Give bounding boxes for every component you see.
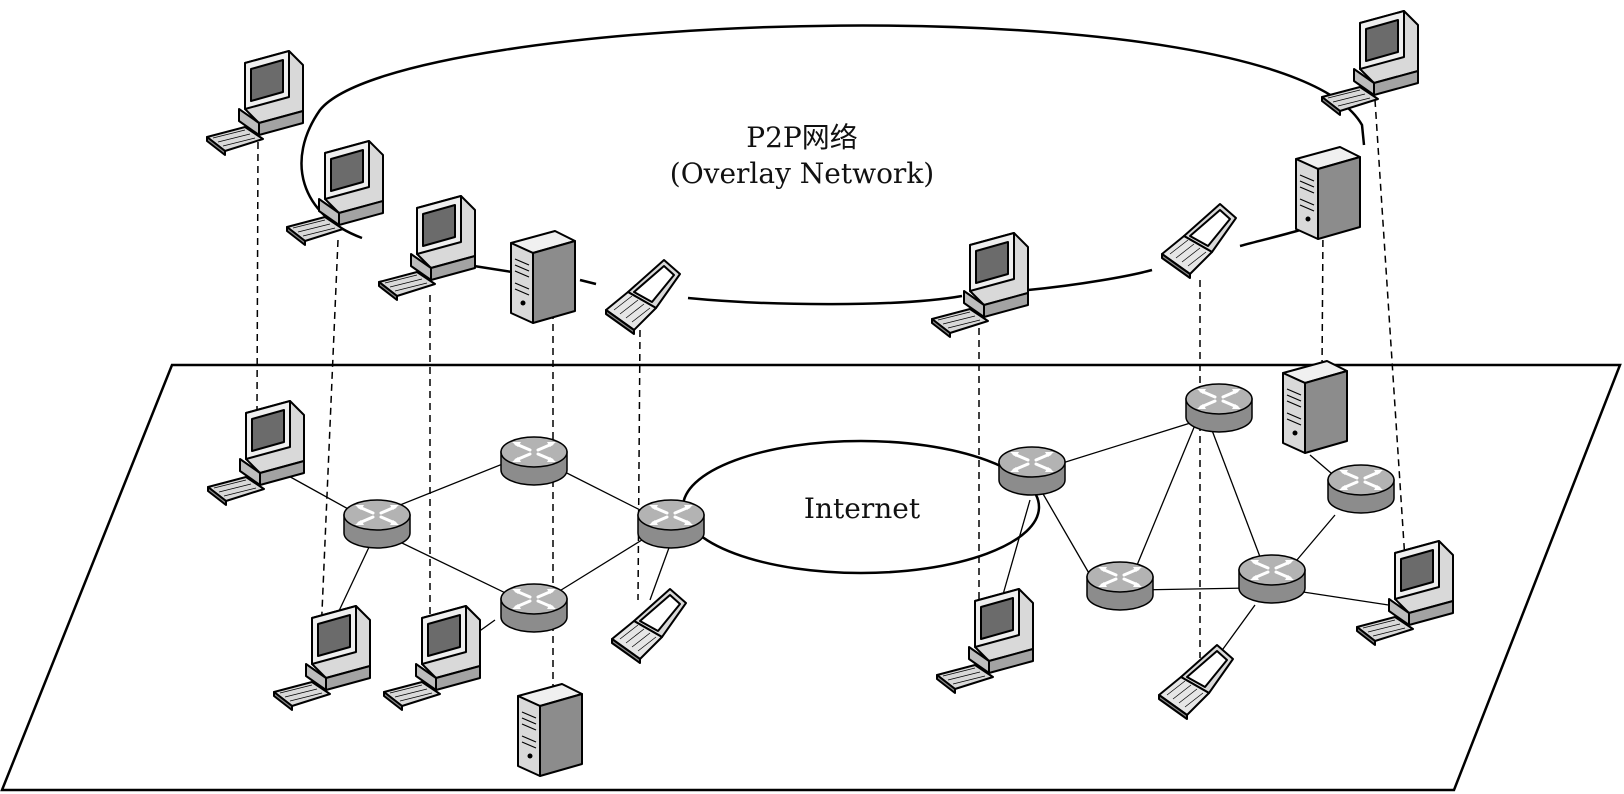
overlay-title: P2P网络 xyxy=(746,121,858,154)
router-icon xyxy=(499,582,569,634)
mapping-lines xyxy=(256,99,1406,695)
overlay-desktop-icon xyxy=(931,232,1029,338)
overlay-subtitle: (Overlay Network) xyxy=(670,157,934,190)
overlay-desktop-icon xyxy=(378,195,476,301)
host-laptop-icon xyxy=(1158,644,1234,720)
host-server-icon xyxy=(1282,360,1348,454)
router-icon xyxy=(1237,553,1307,605)
router-icon xyxy=(342,498,412,550)
router-icon xyxy=(1184,382,1254,434)
overlay-desktop-icon xyxy=(1321,10,1419,116)
internet-plane xyxy=(0,363,1622,792)
overlay-server-icon xyxy=(510,230,576,324)
host-desktop-icon xyxy=(383,605,481,711)
host-desktop-icon xyxy=(207,400,305,506)
overlay-server-icon xyxy=(1295,146,1361,240)
router-icon xyxy=(1085,560,1155,612)
router-icon xyxy=(997,445,1067,497)
overlay-laptop-icon xyxy=(1161,203,1237,279)
overlay-desktop-icon xyxy=(206,50,304,156)
host-server-icon xyxy=(517,683,583,777)
internet-label: Internet xyxy=(804,492,921,525)
host-desktop-icon xyxy=(1356,540,1454,646)
overlay-laptop-icon xyxy=(605,259,681,335)
host-desktop-icon xyxy=(936,588,1034,694)
overlay-ring xyxy=(300,24,1366,306)
host-laptop-icon xyxy=(611,588,687,664)
router-icon xyxy=(636,498,706,550)
host-desktop-icon xyxy=(273,605,371,711)
router-icon xyxy=(499,435,569,487)
router-icon xyxy=(1326,463,1396,515)
